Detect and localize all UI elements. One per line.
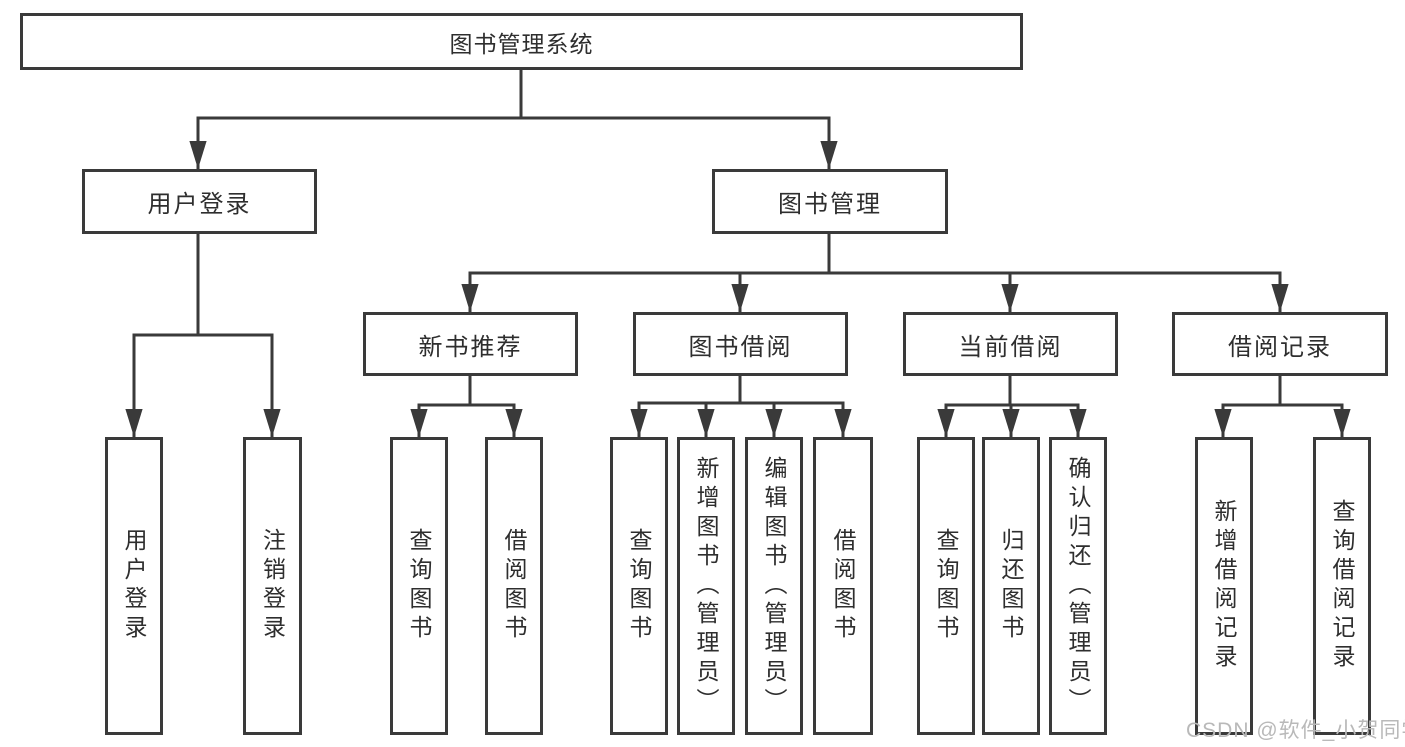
leaf-br-add-record-label: 新增借阅记录 xyxy=(1211,499,1237,673)
management-split-line xyxy=(468,231,1282,275)
leaf-logout-label: 注销登录 xyxy=(259,528,286,644)
csdn-watermark: CSDN @软件_小贺同学 xyxy=(1186,719,1405,742)
borrowrecord-split-line xyxy=(1221,373,1344,407)
leaf-br-add-record: 新增借阅记录 xyxy=(1195,437,1253,735)
leaf-bb-add-book-admin: 新增图书（管理员） xyxy=(677,437,735,735)
leaf-user-login: 用户登录 xyxy=(105,437,163,735)
node-book-borrowing: 图书借阅 xyxy=(633,312,848,376)
leaf-bb-query-book-label: 查询图书 xyxy=(626,528,652,644)
leaf-bb-edit-book-admin-label: 编辑图书（管理员） xyxy=(761,455,787,717)
leaf-bb-borrow-book: 借阅图书 xyxy=(813,437,873,735)
node-root: 图书管理系统 xyxy=(20,13,1023,70)
newbook-split-line xyxy=(417,373,516,407)
node-borrowing-records-label: 借阅记录 xyxy=(1228,333,1332,361)
node-current-borrowing-label: 当前借阅 xyxy=(958,333,1063,361)
leaf-br-query-record-label: 查询借阅记录 xyxy=(1329,499,1355,673)
leaf-cb-query-book-label: 查询图书 xyxy=(933,528,959,644)
node-root-label: 图书管理系统 xyxy=(449,30,594,57)
leaf-cb-confirm-return-admin-label: 确认归还（管理员） xyxy=(1065,455,1091,717)
node-user-login-branch-label: 用户登录 xyxy=(147,191,252,218)
leaf-rec-query-book: 查询图书 xyxy=(390,437,448,735)
leaf-rec-query-book-label: 查询图书 xyxy=(406,528,432,644)
leaf-bb-add-book-admin-label: 新增图书（管理员） xyxy=(693,455,719,717)
node-book-management-label: 图书管理 xyxy=(778,191,882,218)
node-borrowing-records: 借阅记录 xyxy=(1172,312,1388,376)
leaf-bb-query-book: 查询图书 xyxy=(610,437,668,735)
node-current-borrowing: 当前借阅 xyxy=(903,312,1118,376)
node-user-login-branch: 用户登录 xyxy=(82,169,317,234)
node-new-book-recommend-label: 新书推荐 xyxy=(418,333,523,361)
leaf-br-query-record: 查询借阅记录 xyxy=(1313,437,1371,735)
leaf-cb-return-book-label: 归还图书 xyxy=(998,528,1024,644)
leaf-rec-borrow-book-label: 借阅图书 xyxy=(501,528,527,644)
node-new-book-recommend: 新书推荐 xyxy=(363,312,578,376)
leaf-bb-borrow-book-label: 借阅图书 xyxy=(830,528,856,644)
leaf-logout: 注销登录 xyxy=(243,437,302,735)
currentborrow-split-line xyxy=(944,373,1080,407)
node-book-management: 图书管理 xyxy=(712,169,948,234)
leaf-user-login-label: 用户登录 xyxy=(121,528,147,644)
bookborrow-split-line xyxy=(637,373,845,405)
root-split-line xyxy=(196,67,831,120)
user-branch-split-line xyxy=(132,231,274,337)
leaf-cb-confirm-return-admin: 确认归还（管理员） xyxy=(1049,437,1107,735)
leaf-bb-edit-book-admin: 编辑图书（管理员） xyxy=(745,437,803,735)
node-book-borrowing-label: 图书借阅 xyxy=(688,333,793,361)
connector-skeleton xyxy=(132,67,1344,407)
leaf-cb-return-book: 归还图书 xyxy=(982,437,1040,735)
leaf-rec-borrow-book: 借阅图书 xyxy=(485,437,543,735)
connector-arrows xyxy=(125,118,1351,437)
leaf-cb-query-book: 查询图书 xyxy=(917,437,975,735)
